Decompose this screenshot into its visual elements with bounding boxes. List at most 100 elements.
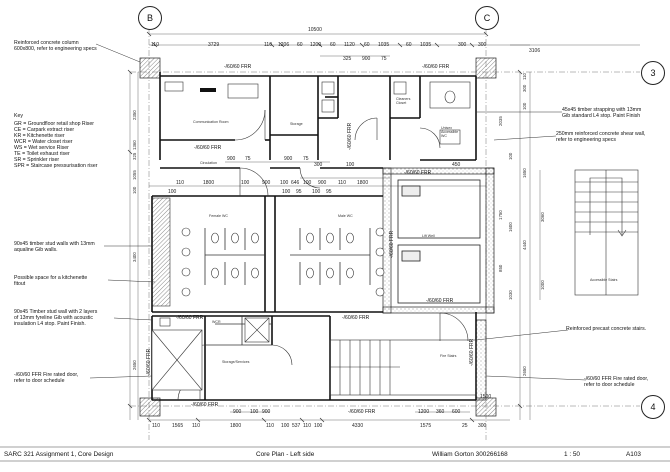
frr-label-8: -/60/60 FRR <box>191 402 219 408</box>
room-female-wc: Female WC <box>209 214 228 218</box>
key-item-6: SR = Sprinkler riser <box>14 157 60 163</box>
dim-row2-1: 75 <box>245 156 251 162</box>
dim-small-1: 100 <box>346 162 355 168</box>
dim-row3-8: 110 <box>338 180 346 186</box>
dim-row3-0: 110 <box>176 180 184 186</box>
grid-bubble-c: C <box>475 6 499 30</box>
note-fire-door-right: -/60/60 FFR Fire rated door, refer to do… <box>584 376 649 389</box>
dim-top-9: 1035 <box>378 42 390 48</box>
note-strapping: 45x45 timber strapping with 13mm Gib sta… <box>562 107 642 120</box>
dim-bot-8: 100 <box>314 423 323 429</box>
concrete-columns <box>139 57 497 417</box>
grid-bubble-3: 3 <box>641 61 665 85</box>
grid-bubble-b: B <box>138 6 162 30</box>
title-course: SARC 321 Assignment 1, Core Design <box>4 451 114 458</box>
title-sheet: A103 <box>626 451 641 458</box>
dim-top2-2: 75 <box>381 56 387 62</box>
dim-bota-0: 900 <box>233 409 242 415</box>
title-scale: 1 : 50 <box>564 451 580 458</box>
title-author: William Gorton 300266168 <box>432 451 508 458</box>
dim-bot-1: 1565 <box>172 423 184 429</box>
note-stud-13: 90x45 timber stud walls with 13mm aquali… <box>14 241 95 254</box>
dim-row3-7: 900 <box>318 180 327 186</box>
dim-row3b-3: 95 <box>326 189 332 195</box>
dim-bot-9: 4330 <box>352 423 364 429</box>
dim-bot-0: 110 <box>152 423 160 429</box>
dim-top-4: 60 <box>297 42 303 48</box>
key-title: Key <box>14 113 23 119</box>
frr-label-9: -/60/60 FRR <box>348 409 376 415</box>
room-wcr: WCR <box>212 320 221 324</box>
dim-small-4: 450 <box>452 162 461 168</box>
dim-bot-7: 110 <box>303 423 311 429</box>
note-column: Reinforced concrete column 600x800, refe… <box>14 40 97 53</box>
dim-top-1: 3729 <box>208 42 220 48</box>
key-item-7: SPR = Staircase pressurisation riser <box>14 163 98 169</box>
dim-top-5: 1200 <box>310 42 322 48</box>
room-lift: Lift Well <box>422 234 435 238</box>
dim-row3-1: 1800 <box>203 180 215 186</box>
key-item-4: WS = Wet service Riser <box>14 145 69 151</box>
dim-row3-9: 1800 <box>357 180 369 186</box>
accessible-stairs <box>574 169 639 296</box>
room-unisex-accessible: Unisex Accessible WC <box>441 126 459 138</box>
dim-row3b-0: 100 <box>282 189 291 195</box>
room-fire-stairs: Fire Stairs <box>440 354 457 358</box>
note-kitchenette: Possible space for a kitchenette fitout <box>14 275 88 288</box>
dim-row3-4: 100 <box>280 180 289 186</box>
dim-overall: 10500 <box>308 27 322 33</box>
dim-top-8: 60 <box>364 42 370 48</box>
key-item-3: WCR = Water closet riser <box>14 139 73 145</box>
room-circulation: Circulation <box>200 161 217 165</box>
frr-label-3: -/60/60 FRR <box>194 145 222 151</box>
frr-label-7: -/60/60 FRR <box>342 315 370 321</box>
sanitary-fixtures <box>151 81 471 391</box>
dim-top-7: 1120 <box>344 42 355 48</box>
dim-bot-2: 110 <box>192 423 200 429</box>
lift-wells <box>397 179 481 304</box>
dim-bota-2: 900 <box>262 409 271 415</box>
dim-row3-2: 100 <box>241 180 250 186</box>
grid-bubble-4: 4 <box>641 395 665 419</box>
dim-row2-3: 75 <box>303 156 309 162</box>
dim-top-3: 1206 <box>278 42 290 48</box>
dim-top-6: 60 <box>330 42 336 48</box>
frr-label-1: -/60/60 FRR <box>224 64 252 70</box>
dim-botr-0: 1200 <box>418 409 430 415</box>
room-accessible-stairs: Accessible Stairs <box>590 278 618 282</box>
dim-top-2: 110 <box>264 42 272 48</box>
dimension-ticks <box>127 31 523 423</box>
dim-top2-0: 325 <box>343 56 352 62</box>
room-communication: Communication Room <box>193 120 229 124</box>
frr-label-5: -/60/60 FRR <box>426 298 454 304</box>
frr-label-2: -/60/60 FRR <box>422 64 450 70</box>
partitions <box>204 228 371 346</box>
title-drawing: Core Plan - Left side <box>256 451 315 458</box>
dim-bot-5: 100 <box>281 423 290 429</box>
key-item-1: CE = Carpark extract riser <box>14 127 75 133</box>
dim-row3-6: 100 <box>303 180 312 186</box>
room-storage: Storage <box>290 122 303 126</box>
dim-bot-3: 1800 <box>230 423 242 429</box>
room-cleaners: Cleaners Closet <box>396 97 411 105</box>
note-precast-stairs: Reinforced precast concrete stairs. <box>566 326 647 332</box>
dim-row3-5: 646 <box>291 180 300 186</box>
dim-bota-1: 100 <box>250 409 259 415</box>
note-fire-door-left: -/60/60 FFR Fire rated door, refer to do… <box>14 372 79 385</box>
note-stud-acoustic: 90x45 Timber stud wall with 2 layers of … <box>14 309 98 328</box>
dim-top-13: 300 <box>478 42 487 48</box>
dim-row2-0: 900 <box>227 156 236 162</box>
dim-row3-3: 900 <box>262 180 271 186</box>
dim-small-2: 300 <box>314 162 323 168</box>
dim-bot-11: 25 <box>462 423 468 429</box>
dim-top-12: 300 <box>458 42 467 48</box>
fire-stairs <box>329 339 477 396</box>
room-male-wc: Male WC <box>338 214 353 218</box>
shear-walls <box>382 167 495 401</box>
dim-row3b-2: 100 <box>312 189 321 195</box>
riser-marker <box>200 88 216 92</box>
key-item-5: TE = Toilet exhaust riser <box>14 151 70 157</box>
